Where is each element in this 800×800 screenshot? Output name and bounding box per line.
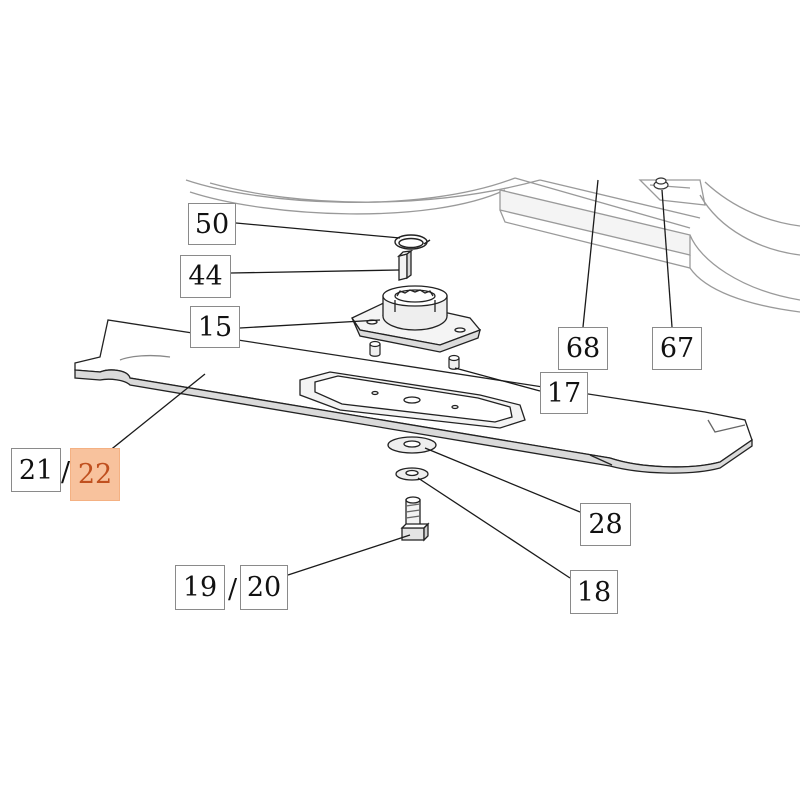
small-washer [395,467,429,481]
leader-67 [661,189,673,328]
pins [369,340,460,370]
callout-28[interactable]: 28 [580,503,631,546]
deck-housing [185,177,800,313]
leader-21-22 [97,373,206,461]
callout-20[interactable]: 20 [240,565,288,610]
blade-hub [351,285,482,353]
leader-68 [582,179,599,328]
leader-lines [97,179,673,579]
callout-67[interactable]: 67 [652,327,702,370]
callout-21[interactable]: 21 [11,448,61,492]
key [396,249,414,281]
callout-15[interactable]: 15 [190,306,240,348]
leader-28 [424,447,581,513]
deck-bolt [653,177,669,190]
large-washer [387,436,437,454]
separator-19-20: / [228,574,238,605]
leader-50 [235,222,401,239]
leader-15 [239,319,381,329]
callout-50[interactable]: 50 [188,203,236,245]
callout-17[interactable]: 17 [540,372,588,414]
separator-21-22: / [61,457,71,488]
blade-bolt [400,496,430,542]
leader-19-20 [287,534,411,576]
callout-22-highlighted[interactable]: 22 [70,448,120,501]
callout-19[interactable]: 19 [175,565,225,610]
mower-blade [74,319,753,474]
leader-18 [417,477,571,579]
leader-17 [454,367,541,392]
callout-18[interactable]: 18 [570,570,618,614]
circlip [394,234,431,250]
callout-68[interactable]: 68 [558,327,608,370]
callout-44[interactable]: 44 [180,255,231,298]
leader-44 [230,269,400,274]
